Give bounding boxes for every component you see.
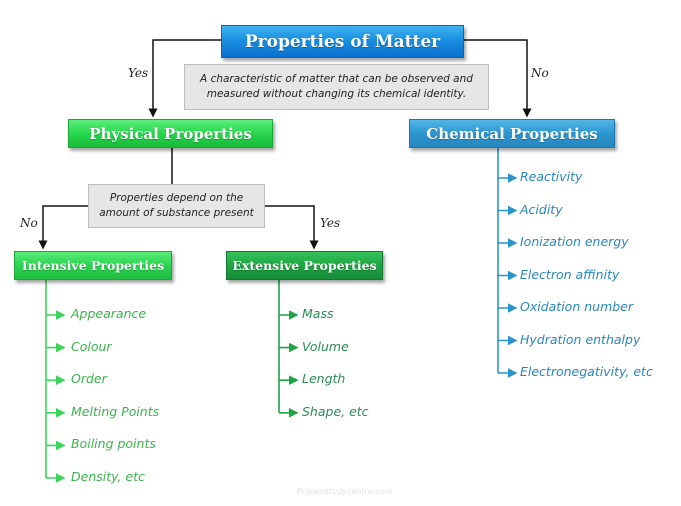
chemical-item: Reactivity	[520, 169, 583, 184]
intensive-item: Density, etc	[71, 469, 145, 484]
chemical-item: Ionization energy	[520, 234, 629, 249]
intensive-item: Order	[71, 371, 107, 387]
dependence-note: Properties depend on the amount of subst…	[88, 184, 265, 228]
chemical-properties-header: Chemical Properties	[409, 119, 615, 148]
no-label-intensive: No	[20, 216, 38, 230]
connector-to-physical	[148, 39, 221, 118]
dependence-line-1: Properties depend on the	[109, 191, 244, 204]
extensive-properties-header: Extensive Properties	[226, 251, 383, 280]
chemical-item: Electron affinity	[520, 266, 620, 282]
watermark: Priyamstudycentre.com	[297, 487, 393, 496]
connector-to-extensive	[264, 205, 319, 250]
intensive-properties-header: Intensive Properties	[14, 251, 172, 280]
intensive-item: Appearance	[71, 306, 147, 321]
chemical-item: Acidity	[520, 201, 563, 217]
extensive-list-lines	[278, 278, 299, 418]
intensive-list-lines	[45, 278, 66, 483]
physical-properties-header: Physical Properties	[68, 119, 273, 148]
definition-line-1: A characteristic of matter that can be o…	[200, 72, 473, 85]
no-label-chemical: No	[531, 66, 549, 80]
extensive-item: Length	[302, 371, 346, 387]
extensive-item: Shape, etc	[302, 403, 369, 419]
yes-label-extensive: Yes	[320, 216, 341, 230]
connector-to-intensive	[38, 205, 88, 250]
chemical-list-lines	[497, 146, 518, 378]
chemical-item: Oxidation number	[520, 299, 634, 314]
definition-note: A characteristic of matter that can be o…	[184, 64, 489, 110]
chemical-item: Electronegativity, etc	[520, 364, 653, 379]
intensive-item: Melting Points	[71, 403, 160, 419]
properties-of-matter-header: Properties of Matter	[221, 25, 464, 58]
extensive-item: Mass	[302, 306, 334, 321]
chemical-item: Hydration enthalpy	[520, 331, 641, 347]
yes-label-physical: Yes	[128, 66, 149, 80]
intensive-item: Boiling points	[71, 436, 156, 452]
dependence-line-2: amount of substance present	[99, 207, 254, 219]
definition-line-2: measured without changing its chemical i…	[206, 88, 467, 100]
intensive-item: Colour	[71, 338, 112, 354]
extensive-item: Volume	[302, 338, 349, 354]
connector-to-chemical	[462, 39, 532, 118]
